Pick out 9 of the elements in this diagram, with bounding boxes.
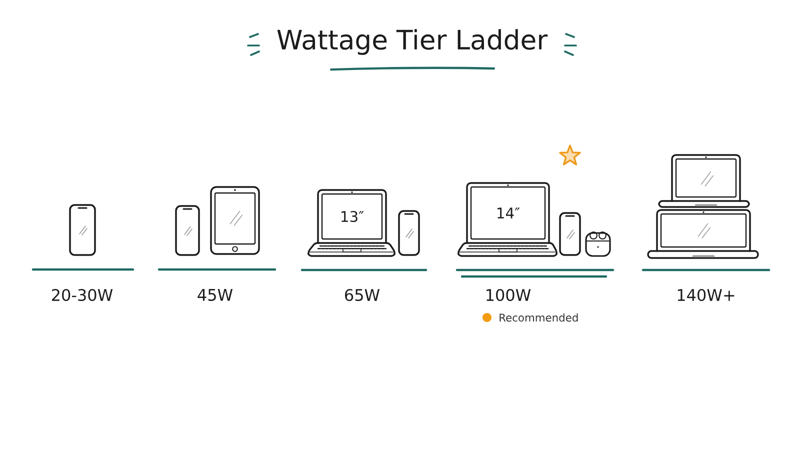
tier-label: 20-30W — [52, 288, 113, 302]
tier-label: 65W — [345, 288, 380, 302]
laptop: 13″ — [307, 189, 396, 257]
tier-label: 100W — [486, 288, 531, 302]
laptop: 14″ — [457, 182, 558, 257]
legend-text: Recommended — [500, 313, 578, 322]
tier-label: 140W+ — [678, 288, 734, 302]
title: Wattage Tier Ladder — [277, 29, 548, 55]
tier-label: 45W — [198, 289, 233, 301]
